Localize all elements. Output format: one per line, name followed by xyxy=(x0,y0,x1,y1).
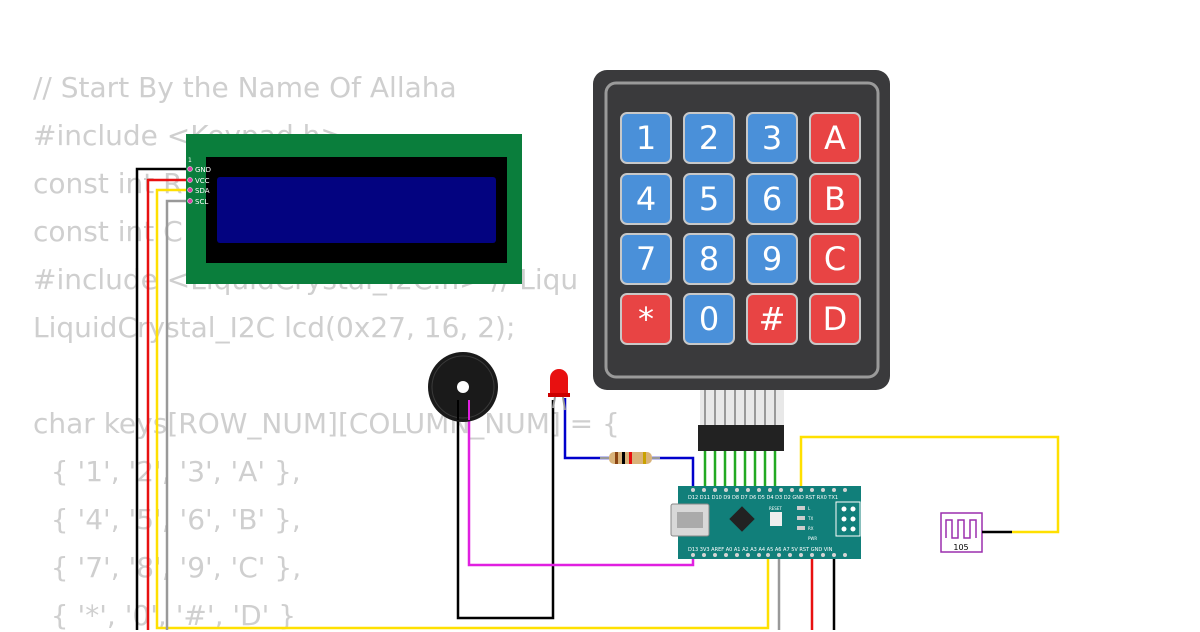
arduino-bottom-pin-labels: D13 3V3 AREF A0 A1 A2 A3 A4 A5 A6 A7 5V … xyxy=(688,547,833,553)
wire-buzzer-signal[interactable] xyxy=(467,400,695,567)
code-line: { '4', '5', '6', 'B' }, xyxy=(33,503,301,536)
key-6[interactable]: 6 xyxy=(746,173,798,225)
lcd-pin-vcc: VCC xyxy=(195,177,210,185)
wire-led-signal[interactable] xyxy=(563,398,695,493)
lcd-pin-scl: SCL xyxy=(195,198,208,206)
key-7[interactable]: 7 xyxy=(620,233,672,285)
key-2[interactable]: 2 xyxy=(683,112,735,164)
key-d[interactable]: D xyxy=(809,293,861,345)
code-line: { '*', '0', '#', 'D' } xyxy=(33,599,297,632)
lcd-pin-header xyxy=(187,166,193,204)
resistor[interactable] xyxy=(600,452,660,464)
buzzer[interactable] xyxy=(428,352,498,422)
key-8[interactable]: 8 xyxy=(683,233,735,285)
svg-text:B: B xyxy=(824,180,846,218)
code-line: // Start By the Name Of Allaha xyxy=(33,71,457,104)
code-line: LiquidCrystal_I2C lcd(0x27, 16, 2); xyxy=(33,311,516,344)
key-a[interactable]: A xyxy=(809,112,861,164)
key-1[interactable]: 1 xyxy=(620,112,672,164)
svg-text:C: C xyxy=(824,240,846,278)
svg-text:#: # xyxy=(759,300,786,338)
code-line: { '1', '2', '3', 'A' }, xyxy=(33,455,301,488)
svg-text:4: 4 xyxy=(636,180,656,218)
wire-keypad-bus[interactable] xyxy=(703,450,777,493)
square-wave-icon xyxy=(945,519,977,539)
svg-text:7: 7 xyxy=(636,240,656,278)
wire-generator-signal[interactable] xyxy=(799,435,1060,534)
svg-text:*: * xyxy=(638,300,654,338)
signal-generator[interactable]: 105 xyxy=(940,512,1012,553)
red-led[interactable] xyxy=(548,369,570,411)
svg-text:5: 5 xyxy=(699,180,719,218)
wires xyxy=(135,167,1060,630)
signal-generator-label: 105 xyxy=(953,543,968,552)
arduino-label-reset: RESET xyxy=(769,506,782,511)
key-star[interactable]: * xyxy=(620,293,672,345)
svg-text:1: 1 xyxy=(636,119,656,157)
arduino-label-pwr: PWR xyxy=(808,536,817,541)
svg-text:0: 0 xyxy=(699,300,719,338)
key-b[interactable]: B xyxy=(809,173,861,225)
svg-text:9: 9 xyxy=(762,240,782,278)
key-3[interactable]: 3 xyxy=(746,112,798,164)
keypad-4x4[interactable]: 1 2 3 A 4 5 6 B 7 8 9 C * 0 # D xyxy=(593,70,890,451)
code-line: { '7', '8', '9', 'C' }, xyxy=(33,551,302,584)
key-0[interactable]: 0 xyxy=(683,293,735,345)
svg-text:D: D xyxy=(823,300,848,338)
key-5[interactable]: 5 xyxy=(683,173,735,225)
code-line: char keys[ROW_NUM][COLUMN_NUM] = { xyxy=(33,407,620,440)
svg-text:3: 3 xyxy=(762,119,782,157)
svg-text:A: A xyxy=(824,119,846,157)
wire-lcd-gnd[interactable] xyxy=(135,167,190,630)
lcd-pin-sda: SDA xyxy=(195,187,210,195)
arduino-nano[interactable]: D12 D11 D10 D9 D8 D7 D6 D5 D4 D3 D2 GND … xyxy=(670,486,861,559)
wire-buzzer-gnd[interactable] xyxy=(456,400,555,620)
key-4[interactable]: 4 xyxy=(620,173,672,225)
wire-lcd-scl[interactable] xyxy=(165,199,190,630)
lcd-pin-header-number: 1 xyxy=(188,157,192,164)
key-9[interactable]: 9 xyxy=(746,233,798,285)
wire-lcd-vcc[interactable] xyxy=(146,178,190,630)
key-c[interactable]: C xyxy=(809,233,861,285)
svg-text:6: 6 xyxy=(762,180,782,218)
arduino-label-rx: RX xyxy=(808,526,814,531)
arduino-top-pin-labels: D12 D11 D10 D9 D8 D7 D6 D5 D4 D3 D2 GND … xyxy=(688,495,838,501)
lcd-pin-gnd: GND xyxy=(195,166,211,174)
arduino-label-tx: TX xyxy=(807,516,813,521)
key-hash[interactable]: # xyxy=(746,293,798,345)
svg-text:8: 8 xyxy=(699,240,719,278)
arduino-label-l: L xyxy=(808,506,811,511)
lcd-display[interactable]: 1 GND VCC SDA SCL xyxy=(186,134,522,284)
svg-text:2: 2 xyxy=(699,119,719,157)
wire-lcd-sda[interactable] xyxy=(155,188,770,630)
